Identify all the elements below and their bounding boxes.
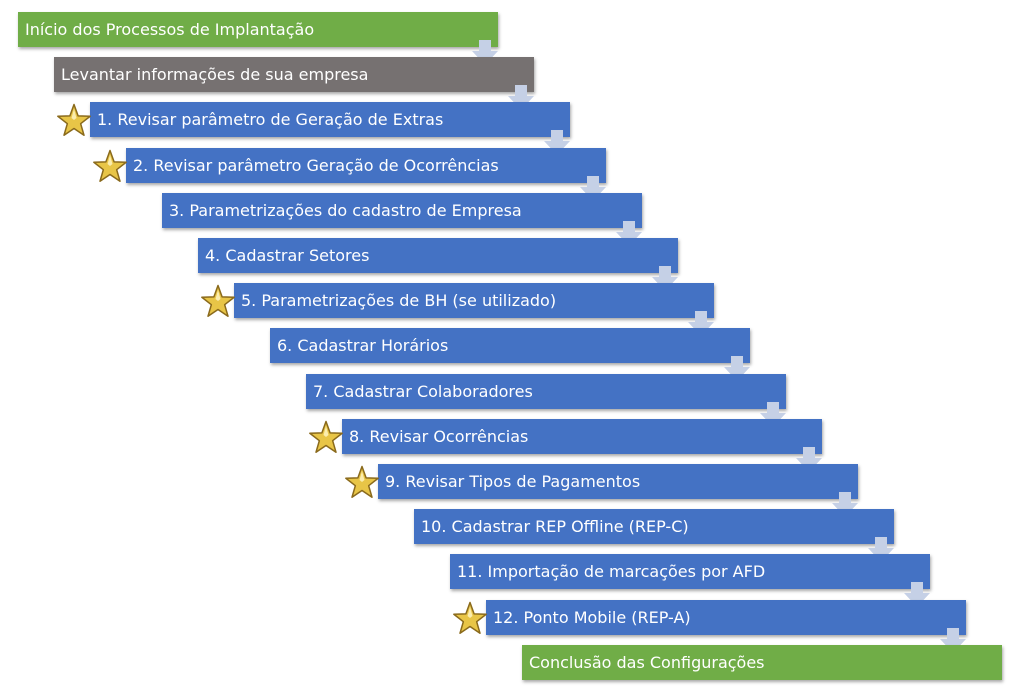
step-label: 7. Cadastrar Colaboradores [313, 381, 533, 401]
step-box-6: 5. Parametrizações de BH (se utilizado) [234, 283, 714, 319]
down-arrow-icon [616, 220, 642, 246]
step-label: Levantar informações de sua empresa [61, 65, 369, 85]
step-label: 6. Cadastrar Horários [277, 336, 449, 356]
star-icon [309, 420, 343, 453]
down-arrow-icon [508, 85, 534, 111]
down-arrow-icon [688, 311, 714, 337]
step-box-4: 3. Parametrizações do cadastro de Empres… [162, 192, 642, 228]
down-arrow-icon [652, 266, 678, 291]
step-box-14: Conclusão das Configurações [522, 644, 1002, 680]
down-arrow-icon [796, 446, 822, 472]
star-icon [345, 465, 379, 498]
step-label: 3. Parametrizações do cadastro de Empres… [169, 200, 522, 220]
step-box-12: 11. Importação de marcações por AFD [450, 554, 930, 590]
star-icon [93, 149, 127, 182]
step-label: 5. Parametrizações de BH (se utilizado) [241, 291, 557, 311]
down-arrow-icon [940, 627, 966, 653]
step-box-13: 12. Ponto Mobile (REP-A) [486, 599, 966, 635]
star-icon [57, 104, 91, 137]
down-arrow-icon [580, 175, 606, 201]
step-label: 2. Revisar parâmetro Geração de Ocorrênc… [133, 155, 499, 175]
step-box-5: 4. Cadastrar Setores [198, 238, 678, 273]
down-arrow-icon [760, 401, 786, 427]
step-label: 1. Revisar parâmetro de Geração de Extra… [97, 110, 444, 130]
step-box-1: Levantar informações de sua empresa [54, 57, 534, 93]
down-arrow-icon [544, 130, 570, 156]
down-arrow-icon [904, 582, 930, 608]
step-label: 8. Revisar Ocorrências [349, 426, 529, 446]
step-box-2: 1. Revisar parâmetro de Geração de Extra… [90, 102, 570, 138]
step-label: 11. Importação de marcações por AFD [457, 562, 766, 582]
step-box-11: 10. Cadastrar REP Offline (REP-C) [414, 509, 894, 545]
step-label: 12. Ponto Mobile (REP-A) [493, 607, 691, 627]
down-arrow-icon [724, 356, 750, 382]
step-box-7: 6. Cadastrar Horários [270, 328, 750, 364]
step-label: 9. Revisar Tipos de Pagamentos [385, 472, 641, 491]
step-box-8: 7. Cadastrar Colaboradores [306, 373, 786, 409]
down-arrow-icon [472, 40, 498, 65]
step-label: Início dos Processos de Implantação [25, 20, 315, 39]
step-box-10: 9. Revisar Tipos de Pagamentos [378, 464, 858, 499]
step-label: Conclusão das Configurações [529, 652, 765, 672]
down-arrow-icon [868, 537, 894, 563]
star-icon [201, 284, 235, 318]
step-label: 10. Cadastrar REP Offline (REP-C) [421, 517, 689, 537]
down-arrow-icon [832, 492, 858, 517]
star-icon [453, 601, 487, 634]
step-box-3: 2. Revisar parâmetro Geração de Ocorrênc… [126, 147, 606, 183]
step-label: 4. Cadastrar Setores [205, 246, 370, 265]
step-box-9: 8. Revisar Ocorrências [342, 418, 822, 454]
step-box-0: Início dos Processos de Implantação [18, 12, 498, 47]
